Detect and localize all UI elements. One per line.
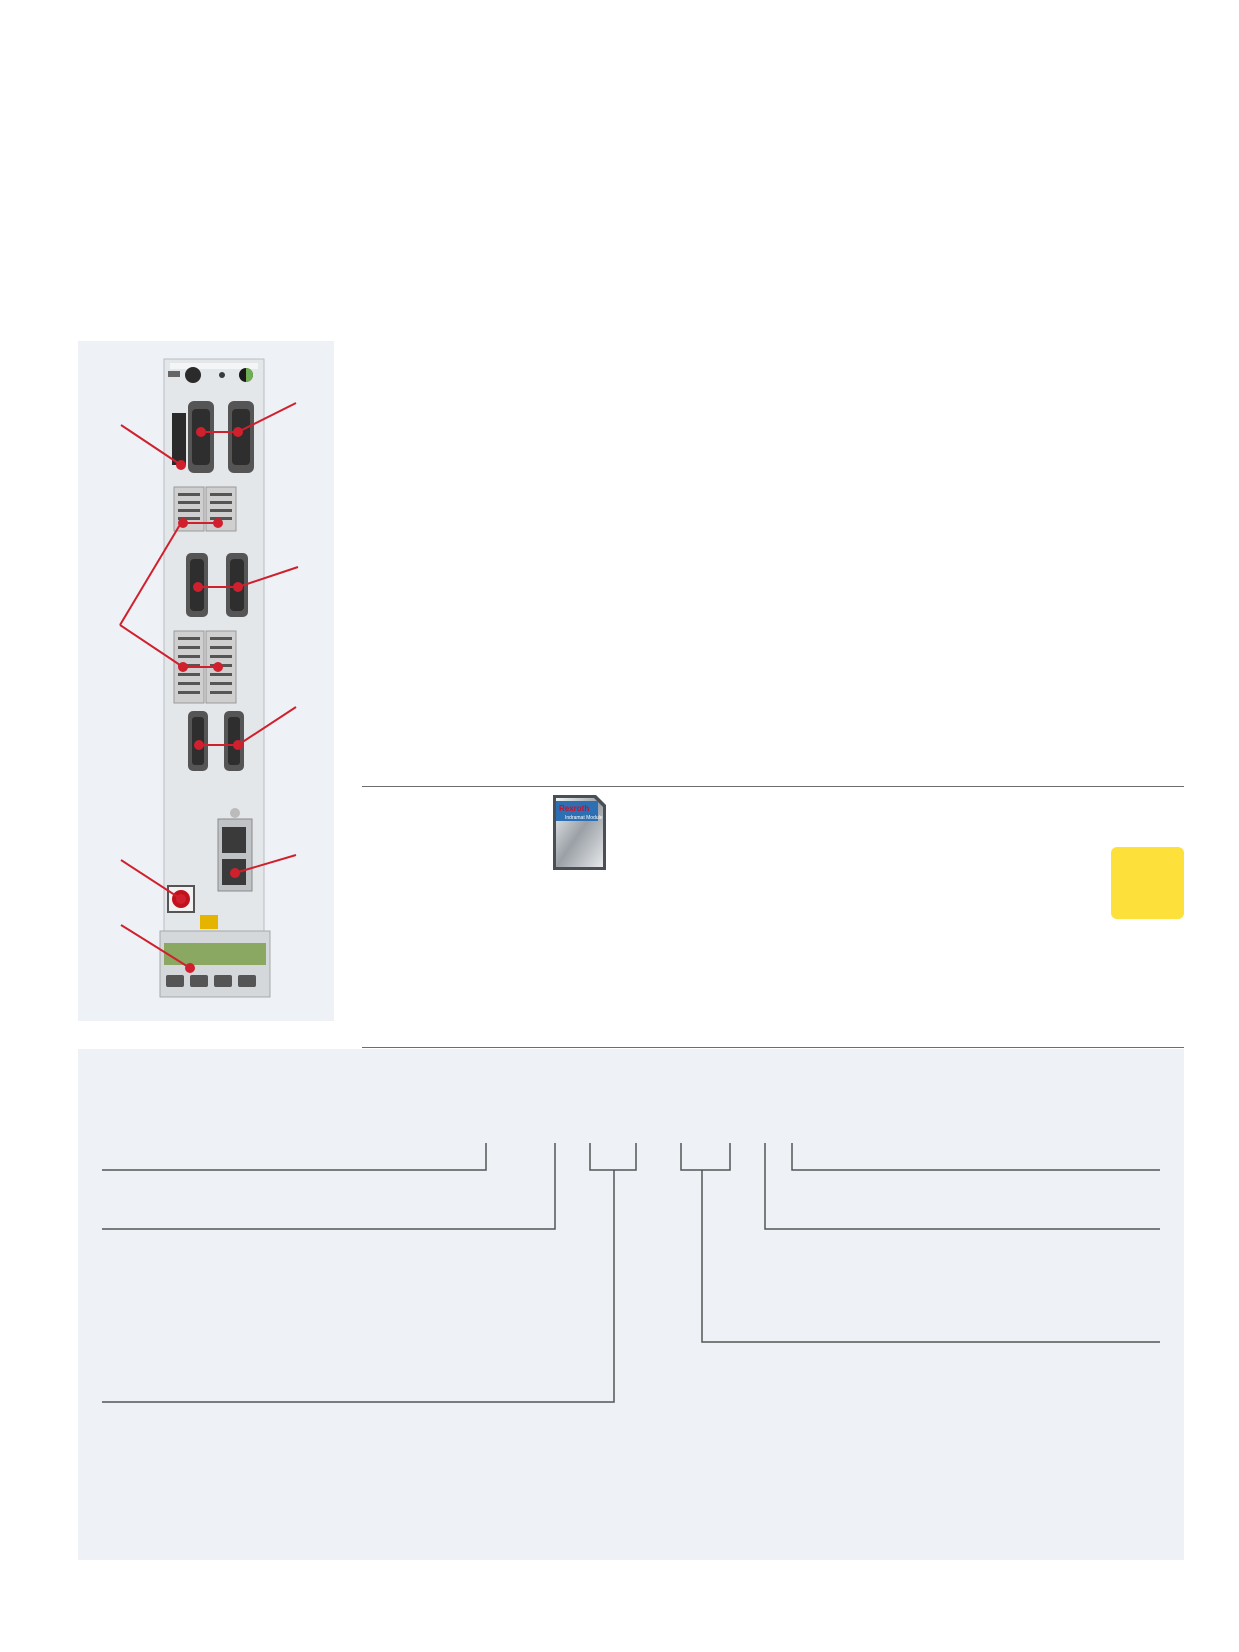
memory-card-slot-icon <box>200 915 218 929</box>
keypad-key-icon <box>166 975 184 987</box>
x2-connector-icon <box>172 413 186 465</box>
memory-card-icon: Rexroth Indramat Module <box>551 793 608 872</box>
ethernet-port-icon <box>222 827 246 853</box>
type-code-bracket-4 <box>680 1143 731 1171</box>
type-code-bracket-3 <box>589 1143 637 1171</box>
keypad-key-icon <box>190 975 208 987</box>
type-code-leader-6 <box>791 1143 1160 1171</box>
drive-device-illustration <box>119 358 299 998</box>
type-code-leader-2 <box>102 1143 556 1230</box>
section-divider-top <box>362 786 1184 787</box>
sub-d-connector-low-right-icon <box>228 717 240 765</box>
keypad-key-icon <box>238 975 256 987</box>
chapter-tab <box>1111 847 1184 919</box>
type-code-panel <box>78 1049 1184 1560</box>
type-code-leader-4 <box>701 1170 1160 1343</box>
top-screw-icon <box>185 367 201 383</box>
section-divider-bottom <box>362 1047 1184 1048</box>
memory-card-logo: Rexroth <box>559 804 589 813</box>
memory-card-subtitle: Indramat Module <box>565 815 603 821</box>
type-code-leader-3 <box>102 1170 615 1403</box>
display-icon <box>164 943 266 965</box>
callout-dots <box>176 427 243 973</box>
callout-lines <box>119 402 299 969</box>
device-photo-panel <box>78 341 334 1021</box>
type-code-leader-5 <box>764 1143 1160 1230</box>
x3-sub-d-connector-icon <box>232 409 250 465</box>
type-code-leader-1 <box>102 1143 487 1171</box>
keypad-key-icon <box>214 975 232 987</box>
